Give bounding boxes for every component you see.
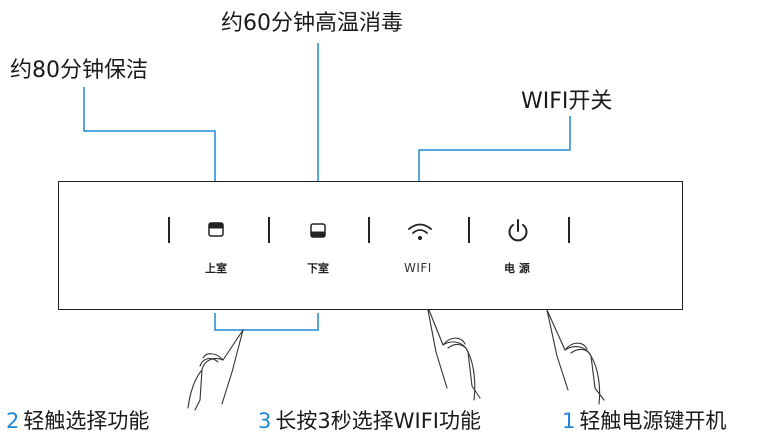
step-text: 轻触电源键开机 bbox=[579, 409, 727, 433]
step-text: 长按3秒选择WIFI功能 bbox=[275, 409, 481, 433]
lower-chamber-label: 下室 bbox=[307, 262, 329, 275]
panel-separator bbox=[568, 217, 570, 243]
panel-separator bbox=[368, 217, 370, 243]
selection-bracket bbox=[214, 313, 319, 331]
power-label: 电 源 bbox=[504, 262, 530, 275]
step-text: 轻触选择功能 bbox=[23, 409, 150, 433]
step-number: 1 bbox=[562, 409, 576, 433]
step-number: 3 bbox=[258, 409, 272, 433]
panel-separator bbox=[168, 217, 170, 243]
control-panel bbox=[58, 181, 683, 310]
upper-chamber-label: 上室 bbox=[205, 262, 227, 275]
leader-line-wifi bbox=[418, 116, 571, 197]
callout-cleaning-label: 约80分钟保洁 bbox=[10, 58, 148, 83]
power-button[interactable]: 电 源 bbox=[497, 218, 541, 280]
panel-separator bbox=[468, 217, 470, 243]
lower-chamber-button[interactable]: 下室 bbox=[298, 218, 338, 280]
leader-line-cleaning bbox=[83, 87, 216, 197]
lower-chamber-icon bbox=[310, 223, 326, 238]
panel-separator bbox=[268, 217, 270, 243]
callout-disinfect-label: 约60分钟高温消毒 bbox=[221, 11, 403, 36]
wifi-icon bbox=[408, 223, 432, 240]
hand-wifi-icon bbox=[426, 304, 481, 401]
hand-power-icon bbox=[546, 309, 605, 405]
power-icon bbox=[508, 219, 528, 242]
step-number: 2 bbox=[6, 409, 20, 433]
hand-select-icon bbox=[187, 329, 244, 411]
callout-wifi-label: WIFI开关 bbox=[521, 89, 613, 114]
wifi-label: WIFI bbox=[404, 261, 432, 275]
upper-chamber-button[interactable]: 上室 bbox=[196, 218, 236, 280]
wifi-button[interactable]: WIFI bbox=[398, 218, 442, 280]
upper-chamber-icon bbox=[208, 222, 224, 237]
